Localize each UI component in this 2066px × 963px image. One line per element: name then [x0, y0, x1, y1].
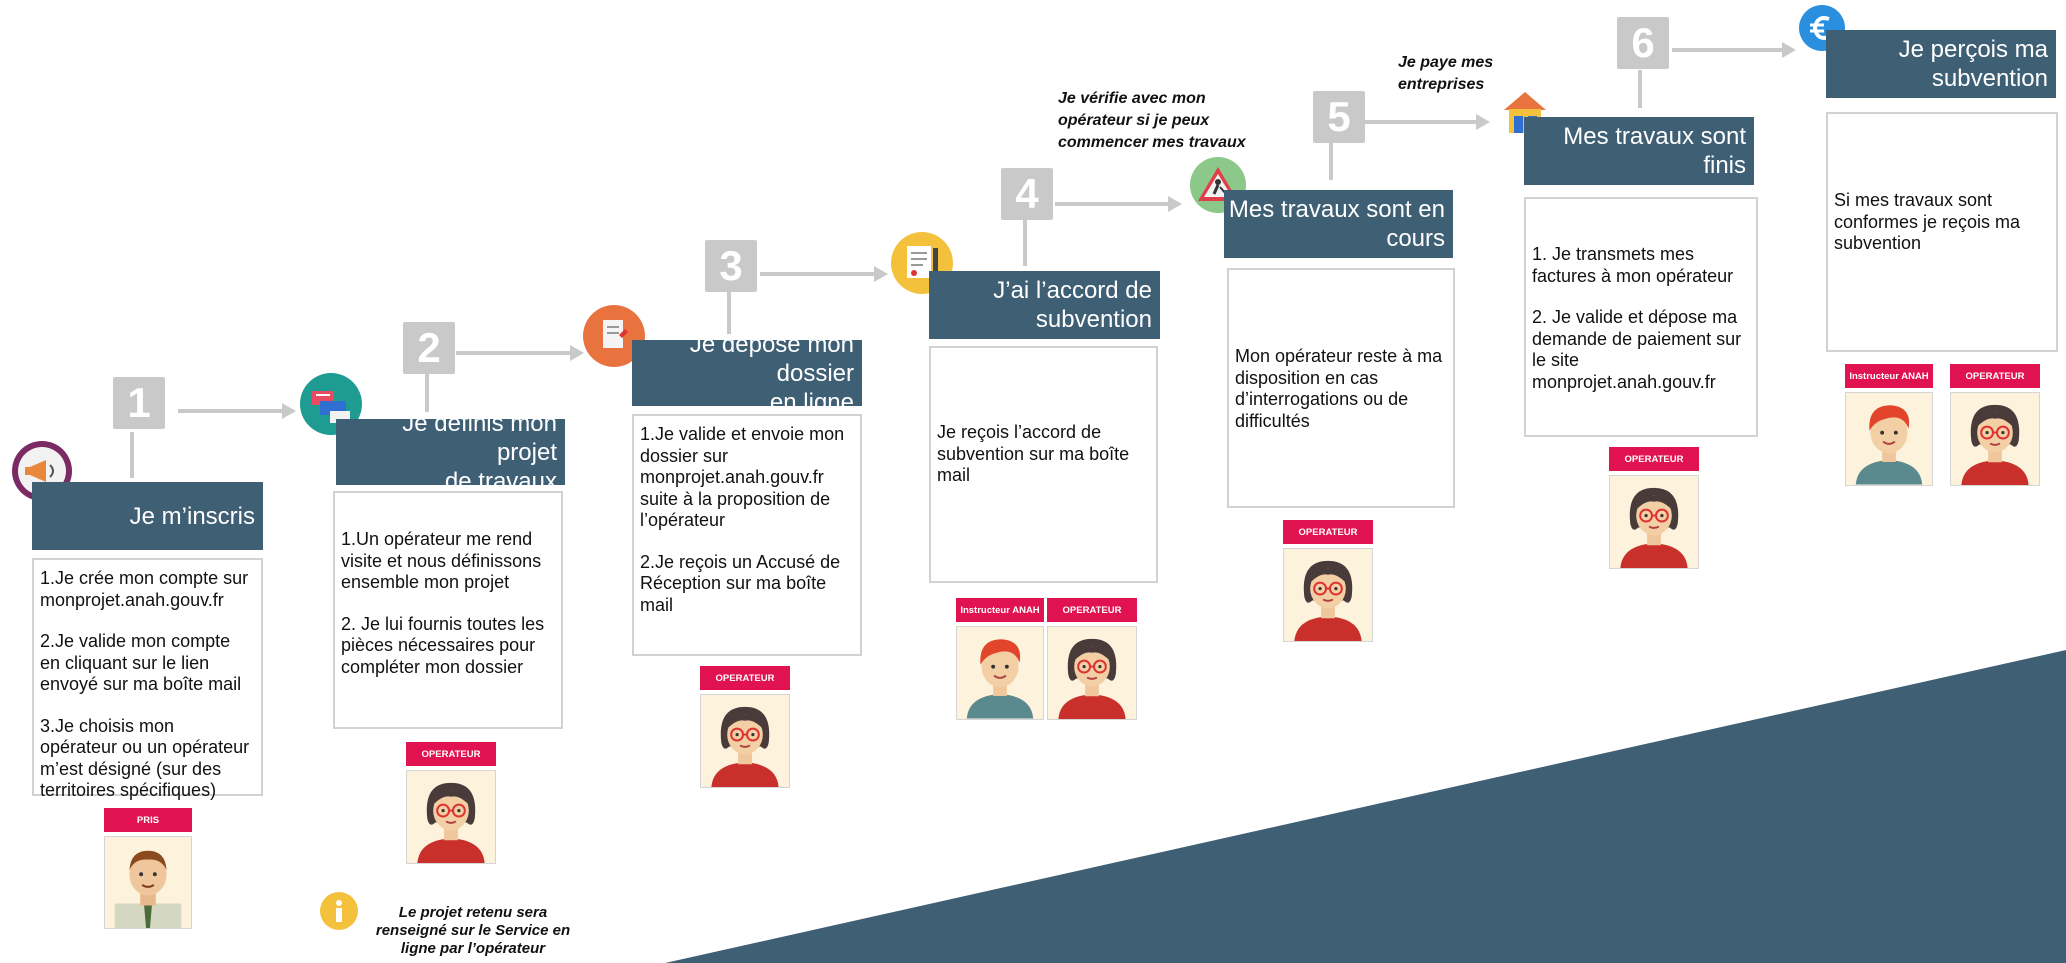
step-2-box: 1.Un opérateur me rend visite et nous dé… — [333, 491, 563, 729]
step-6-item-2: 2. Je valide et dépose ma demande de pai… — [1532, 307, 1742, 392]
step-5-number: 5 — [1313, 91, 1365, 143]
arrowhead-4 — [1168, 196, 1182, 212]
step-5-item-1: Mon opérateur reste à ma disposition en … — [1235, 346, 1443, 431]
step-6-title: Mes travaux sont finis — [1524, 117, 1754, 185]
instructeur-anah-avatar — [956, 626, 1044, 720]
step-4-item-1: Je reçois l’accord de subvention sur ma … — [937, 422, 1130, 485]
operateur-avatar — [700, 694, 790, 788]
step-2-number: 2 — [403, 322, 455, 374]
step-1-item-3: 3.Je choisis mon opérateur ou un opérate… — [40, 715, 250, 801]
step-4-box: Je reçois l’accord de subvention sur ma … — [929, 346, 1158, 583]
info-icon — [320, 892, 358, 930]
role-tag-operateur: OPERATEUR — [1047, 598, 1137, 622]
arrowhead-5 — [1476, 114, 1490, 130]
arrowhead-3 — [874, 266, 888, 282]
role-tag-instructeur-anah: Instructeur ANAH — [956, 598, 1044, 622]
step-1-number: 1 — [113, 377, 165, 429]
arrowhead-1 — [282, 403, 296, 419]
step-3-number: 3 — [705, 240, 757, 292]
step-4-title: J’ai l’accord de subvention — [929, 271, 1160, 339]
info-note: Le projet retenu sera renseigné sur le S… — [375, 904, 571, 957]
role-tag-pris: PRIS — [104, 808, 192, 832]
step-6-number: 6 — [1617, 17, 1669, 69]
operateur-avatar — [1609, 475, 1699, 569]
step-7-box: Si mes travaux sont conformes je reçois … — [1826, 112, 2058, 352]
role-tag-operateur: OPERATEUR — [1609, 447, 1699, 471]
step-5-box: Mon opérateur reste à ma disposition en … — [1227, 268, 1455, 508]
role-tag-operateur: OPERATEUR — [1283, 520, 1373, 544]
role-tag-operateur: OPERATEUR — [700, 666, 790, 690]
step-4-number: 4 — [1001, 168, 1053, 220]
step-3-item-1: 1.Je valide et envoie mon dossier sur mo… — [640, 424, 845, 530]
step-5-title: Mes travaux sont en cours — [1224, 190, 1453, 258]
step-3-box: 1.Je valide et envoie mon dossier sur mo… — [632, 414, 862, 656]
step-3-title: Je dépose mon dossier en ligne — [632, 331, 862, 416]
step-6-box: 1. Je transmets mes factures à mon opéra… — [1524, 197, 1758, 437]
role-tag-instructeur-anah: Instructeur ANAH — [1845, 364, 1933, 388]
step-7-title: Je perçois ma subvention — [1826, 30, 2056, 98]
step-2-item-1: 1.Un opérateur me rend visite et nous dé… — [341, 529, 542, 592]
step-1-title: Je m’inscris — [32, 482, 263, 550]
step-3-item-2: 2.Je reçois un Accusé de Réception sur m… — [640, 551, 841, 615]
role-tag-operateur: OPERATEUR — [1950, 364, 2040, 388]
operateur-avatar — [1283, 548, 1373, 642]
arrowhead-6 — [1782, 42, 1796, 58]
step-2-item-2: 2. Je lui fournis toutes les pièces néce… — [341, 613, 545, 677]
instructeur-anah-avatar — [1845, 392, 1933, 486]
note-pay-contractors: Je paye mes entreprises — [1398, 54, 1494, 93]
role-tag-operateur: OPERATEUR — [406, 742, 496, 766]
step-7-item-1: Si mes travaux sont conformes je reçois … — [1834, 190, 2021, 253]
operateur-avatar — [1047, 626, 1137, 720]
background-wedge — [665, 650, 2066, 963]
step-1-item-2: 2.Je valide mon compte en cliquant sur l… — [40, 631, 242, 694]
arrowhead-2 — [570, 345, 584, 361]
operateur-avatar — [1950, 392, 2040, 486]
operateur-avatar — [406, 770, 496, 864]
step-1-box: 1.Je crée mon compte sur monprojet.anah.… — [32, 558, 263, 800]
step-6-item-1: 1. Je transmets mes factures à mon opéra… — [1532, 244, 1734, 286]
pris-avatar — [104, 836, 192, 929]
step-1-item-1: 1.Je crée mon compte sur monprojet.anah.… — [40, 568, 249, 610]
step-2-title: Je définis mon projet de travaux — [336, 410, 565, 495]
note-check-before-works: Je vérifie avec mon opérateur si je peux… — [1058, 90, 1246, 151]
